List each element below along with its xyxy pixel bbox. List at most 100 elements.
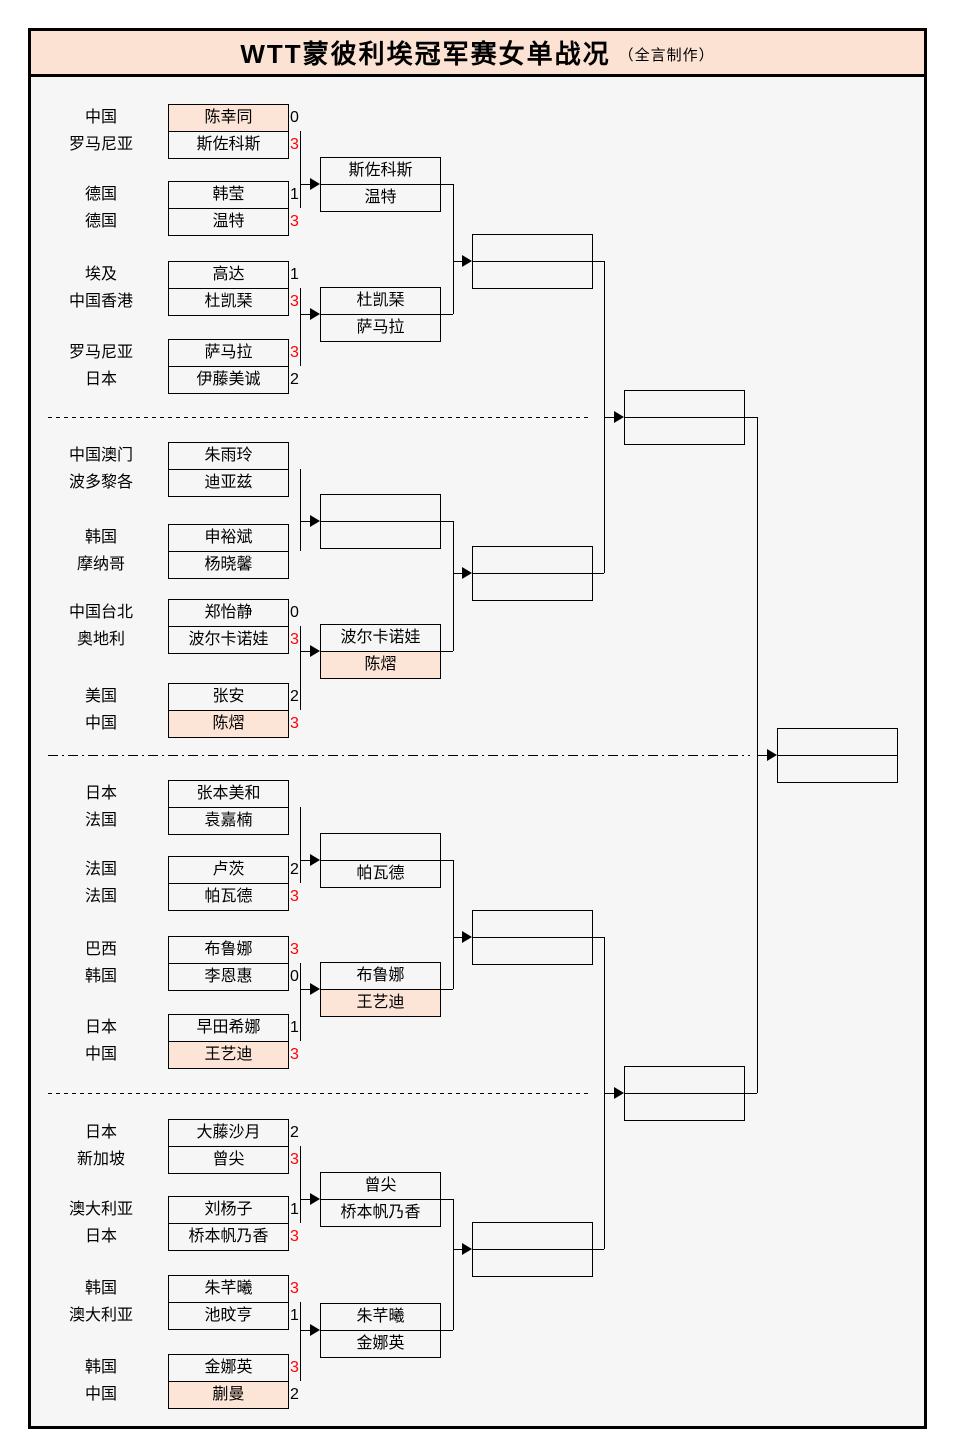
match-box: 布鲁娜 李恩惠 (168, 936, 289, 991)
match-box: 朱雨玲 迪亚兹 (168, 442, 289, 497)
player-name-cell: 朱芊曦 (356, 1308, 405, 1325)
winner-box (320, 494, 441, 549)
player-name-cell: 刘杨子 (204, 1201, 253, 1218)
connector-line (453, 1249, 462, 1250)
arrow-right-icon (767, 749, 777, 761)
player-name-cell: 早田希娜 (196, 1019, 261, 1036)
country-label: 埃及 (84, 266, 117, 283)
country-label: 德国 (84, 213, 117, 230)
connector-line (300, 626, 301, 710)
score-label: 3 (290, 344, 299, 361)
country-label: 韩国 (84, 968, 117, 985)
match-box: 朱芊曦 池旼亨 (168, 1275, 289, 1330)
player-name-cell: 布鲁娜 (204, 941, 253, 958)
empty-slot-cell (625, 417, 744, 444)
score-label: 3 (290, 213, 299, 230)
player-name-cell: 陈熠 (169, 710, 288, 737)
connector-line (439, 314, 453, 315)
empty-slot-cell (473, 1249, 592, 1276)
player-name-cell: 李恩惠 (169, 963, 288, 990)
country-label: 波多黎各 (68, 474, 133, 491)
player-name-cell: 张本美和 (196, 785, 261, 802)
score-label: 3 (290, 1046, 299, 1063)
arrow-right-icon (310, 854, 320, 866)
country-label: 中国台北 (68, 604, 133, 621)
country-label: 德国 (84, 186, 117, 203)
player-name-cell: 桥本帆乃香 (321, 1199, 440, 1226)
player-name-cell: 桥本帆乃香 (169, 1223, 288, 1250)
player-name-cell: 曾尖 (169, 1146, 288, 1173)
connector-line (300, 1146, 301, 1223)
connector-line (300, 989, 311, 990)
player-name-cell: 斯佐科斯 (348, 162, 413, 179)
country-label: 中国澳门 (68, 447, 133, 464)
match-box: 张本美和 袁嘉楠 (168, 780, 289, 835)
arrow-right-icon (310, 1193, 320, 1205)
country-label: 澳大利亚 (68, 1307, 133, 1324)
player-name-cell: 朱芊曦 (204, 1280, 253, 1297)
winner-box: 帕瓦德 (320, 833, 441, 888)
country-label: 中国香港 (68, 293, 133, 310)
player-name-cell: 金娜英 (204, 1359, 253, 1376)
player-name-cell: 温特 (321, 184, 440, 211)
arrow-right-icon (310, 983, 320, 995)
connector-line (300, 1330, 311, 1331)
player-name-cell: 王艺迪 (169, 1041, 288, 1068)
connector-line (591, 573, 604, 574)
match-box: 郑怡静 波尔卡诺娃 (168, 599, 289, 654)
player-name-cell: 卢茨 (212, 861, 245, 878)
arrow-right-icon (614, 1087, 624, 1099)
connector-line (453, 573, 462, 574)
country-label: 日本 (84, 785, 117, 802)
arrow-right-icon (310, 515, 320, 527)
arrow-right-icon (462, 931, 472, 943)
player-name-cell: 杜凯琹 (169, 288, 288, 315)
connector-line (300, 1302, 301, 1381)
empty-slot-cell (778, 755, 897, 782)
empty-slot-cell (473, 573, 592, 600)
country-label: 澳大利亚 (68, 1201, 133, 1218)
connector-line (591, 1249, 604, 1250)
arrow-right-icon (310, 308, 320, 320)
connector-line (453, 261, 462, 262)
empty-slot-cell (473, 235, 592, 261)
connector-line (604, 1093, 614, 1094)
empty-slot-cell (473, 1223, 592, 1249)
player-name-cell: 杨晓馨 (169, 551, 288, 578)
section-divider-dotted (48, 1093, 590, 1094)
arrow-right-icon (310, 645, 320, 657)
country-label: 日本 (84, 371, 117, 388)
country-label: 中国 (84, 1046, 117, 1063)
connector-line (300, 521, 311, 522)
connector-line (439, 989, 453, 990)
score-label: 2 (290, 1124, 299, 1141)
match-box: 申裕斌 杨晓馨 (168, 524, 289, 579)
player-name-cell: 波尔卡诺娃 (169, 626, 288, 653)
connector-line (300, 131, 301, 208)
section-divider-dotted (48, 417, 590, 418)
match-box: 萨马拉 伊藤美诚 (168, 339, 289, 394)
connector-line (300, 1199, 311, 1200)
player-name-cell: 王艺迪 (321, 989, 440, 1016)
country-label: 巴西 (84, 941, 117, 958)
score-label: 2 (290, 688, 299, 705)
empty-slot-cell (473, 547, 592, 573)
player-name-cell: 帕瓦德 (169, 883, 288, 910)
winner-box: 布鲁娜 王艺迪 (320, 962, 441, 1017)
arrow-right-icon (462, 567, 472, 579)
score-label: 3 (290, 1151, 299, 1168)
score-label: 1 (290, 186, 299, 203)
player-name-cell: 高达 (212, 266, 245, 283)
player-name-cell: 萨马拉 (321, 314, 440, 341)
player-name-cell: 朱雨玲 (204, 447, 253, 464)
score-label: 1 (290, 1201, 299, 1218)
score-label: 3 (290, 293, 299, 310)
empty-slot-cell (473, 261, 592, 288)
country-label: 奥地利 (76, 631, 125, 648)
score-label: 3 (290, 1280, 299, 1297)
connector-line (743, 1093, 757, 1094)
semifinal-box (624, 1066, 745, 1121)
country-label: 韩国 (84, 1280, 117, 1297)
country-label: 美国 (84, 688, 117, 705)
empty-slot-cell (778, 729, 897, 755)
